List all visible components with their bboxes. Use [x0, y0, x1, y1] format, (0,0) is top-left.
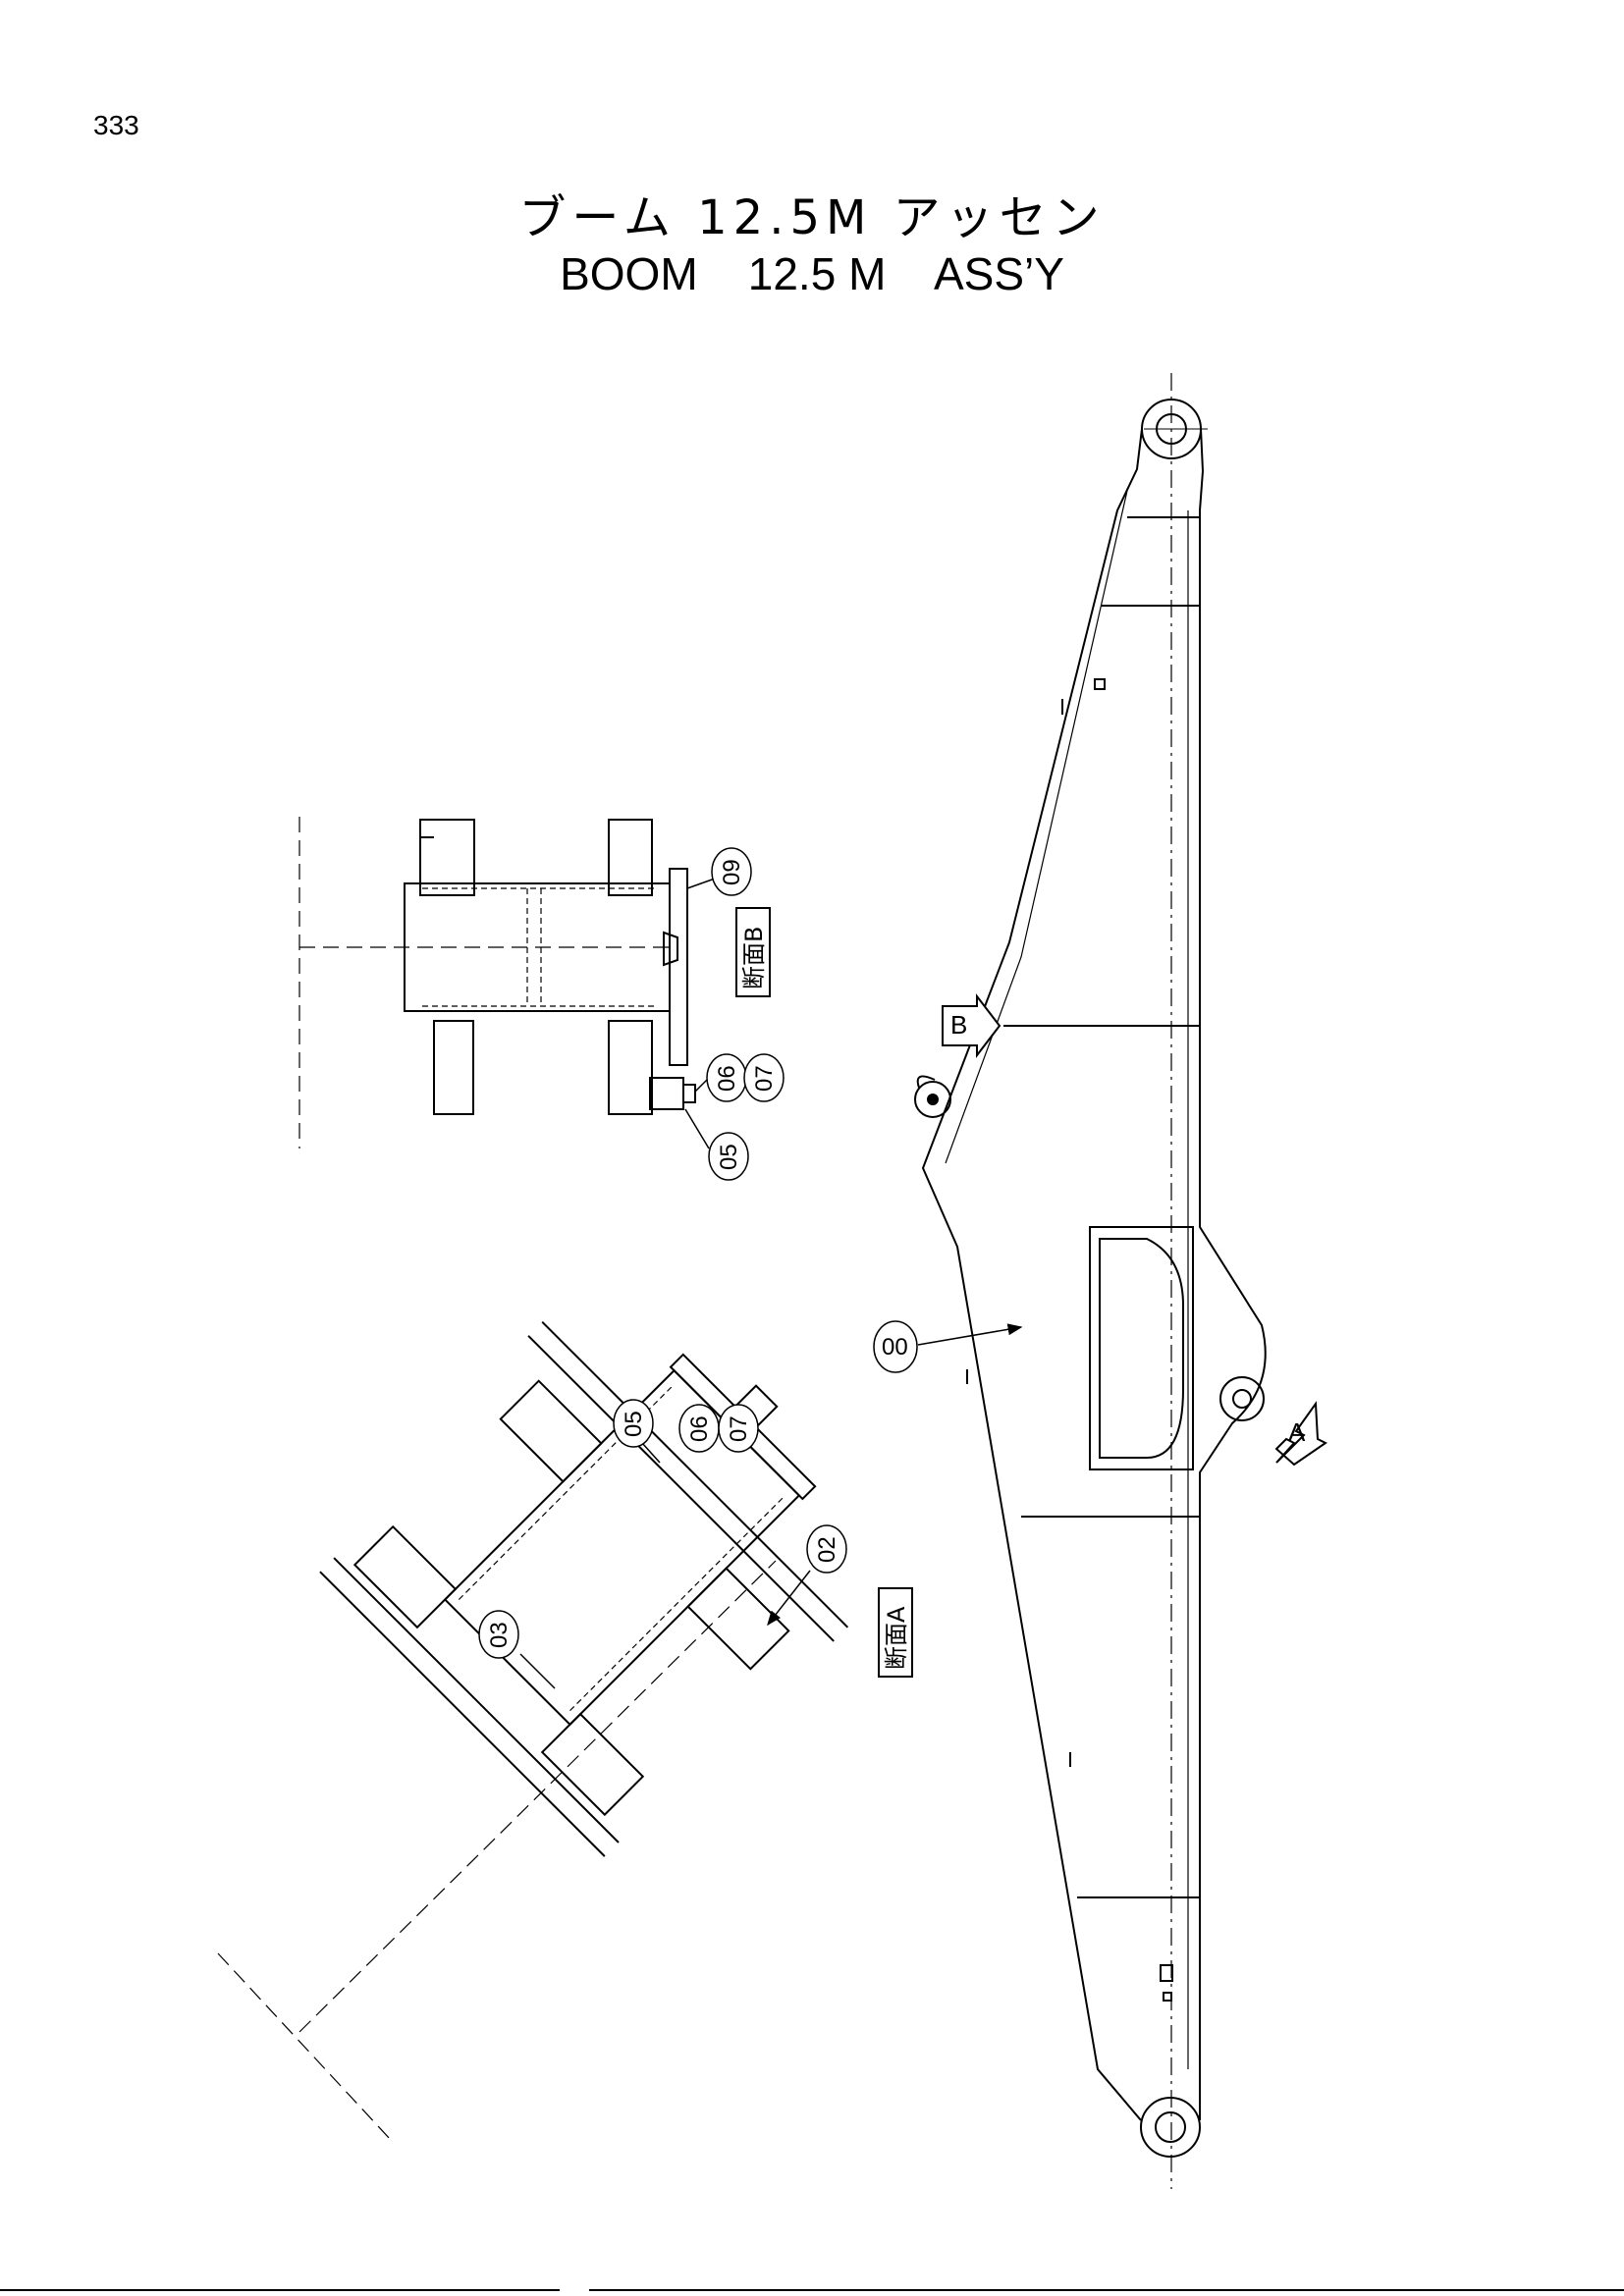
svg-text:07: 07: [726, 1415, 752, 1442]
boom-body: [914, 399, 1267, 2158]
svg-text:09: 09: [719, 859, 745, 885]
section-a-view: [319, 1320, 849, 1857]
callout-00: 00: [873, 1320, 1023, 1373]
svg-text:05: 05: [716, 1144, 742, 1170]
svg-text:断面B: 断面B: [740, 927, 768, 989]
section-a-centerline-1: [217, 1952, 392, 2141]
callout-09: 09: [686, 847, 752, 896]
svg-text:断面A: 断面A: [883, 1606, 910, 1670]
page-number: 333: [93, 110, 139, 140]
svg-text:07: 07: [751, 1065, 778, 1092]
section-a-centerline-2: [298, 1560, 777, 2033]
callout-a-05: 05: [613, 1399, 661, 1464]
callout-05: 05: [684, 1108, 749, 1181]
callout-07: 07: [743, 1053, 785, 1102]
callout-a-07: 07: [718, 1404, 759, 1453]
callout-a-02: 02: [767, 1524, 847, 1627]
view-arrow-b-letter: B: [950, 1010, 967, 1040]
svg-text:02: 02: [814, 1536, 840, 1563]
callout-06: 06: [694, 1053, 747, 1102]
svg-text:06: 06: [714, 1065, 740, 1092]
section-a-label: 断面A: [878, 1587, 913, 1678]
view-arrow-b: B: [942, 993, 1001, 1058]
section-b-label: 断面B: [735, 907, 771, 997]
callout-a-03: 03: [478, 1610, 556, 1689]
view-arrow-a: A: [1274, 1401, 1327, 1467]
svg-text:06: 06: [686, 1415, 713, 1442]
title-english: BOOM 12.5 M ASS’Y: [560, 248, 1064, 299]
section-b-view: [404, 819, 696, 1115]
title-japanese: ブーム 12.5M アッセン: [518, 190, 1106, 245]
svg-text:03: 03: [486, 1622, 513, 1648]
callout-a-06: 06: [678, 1404, 720, 1453]
svg-text:05: 05: [621, 1411, 647, 1437]
svg-text:00: 00: [882, 1334, 908, 1361]
view-arrow-a-letter: A: [1288, 1417, 1306, 1447]
